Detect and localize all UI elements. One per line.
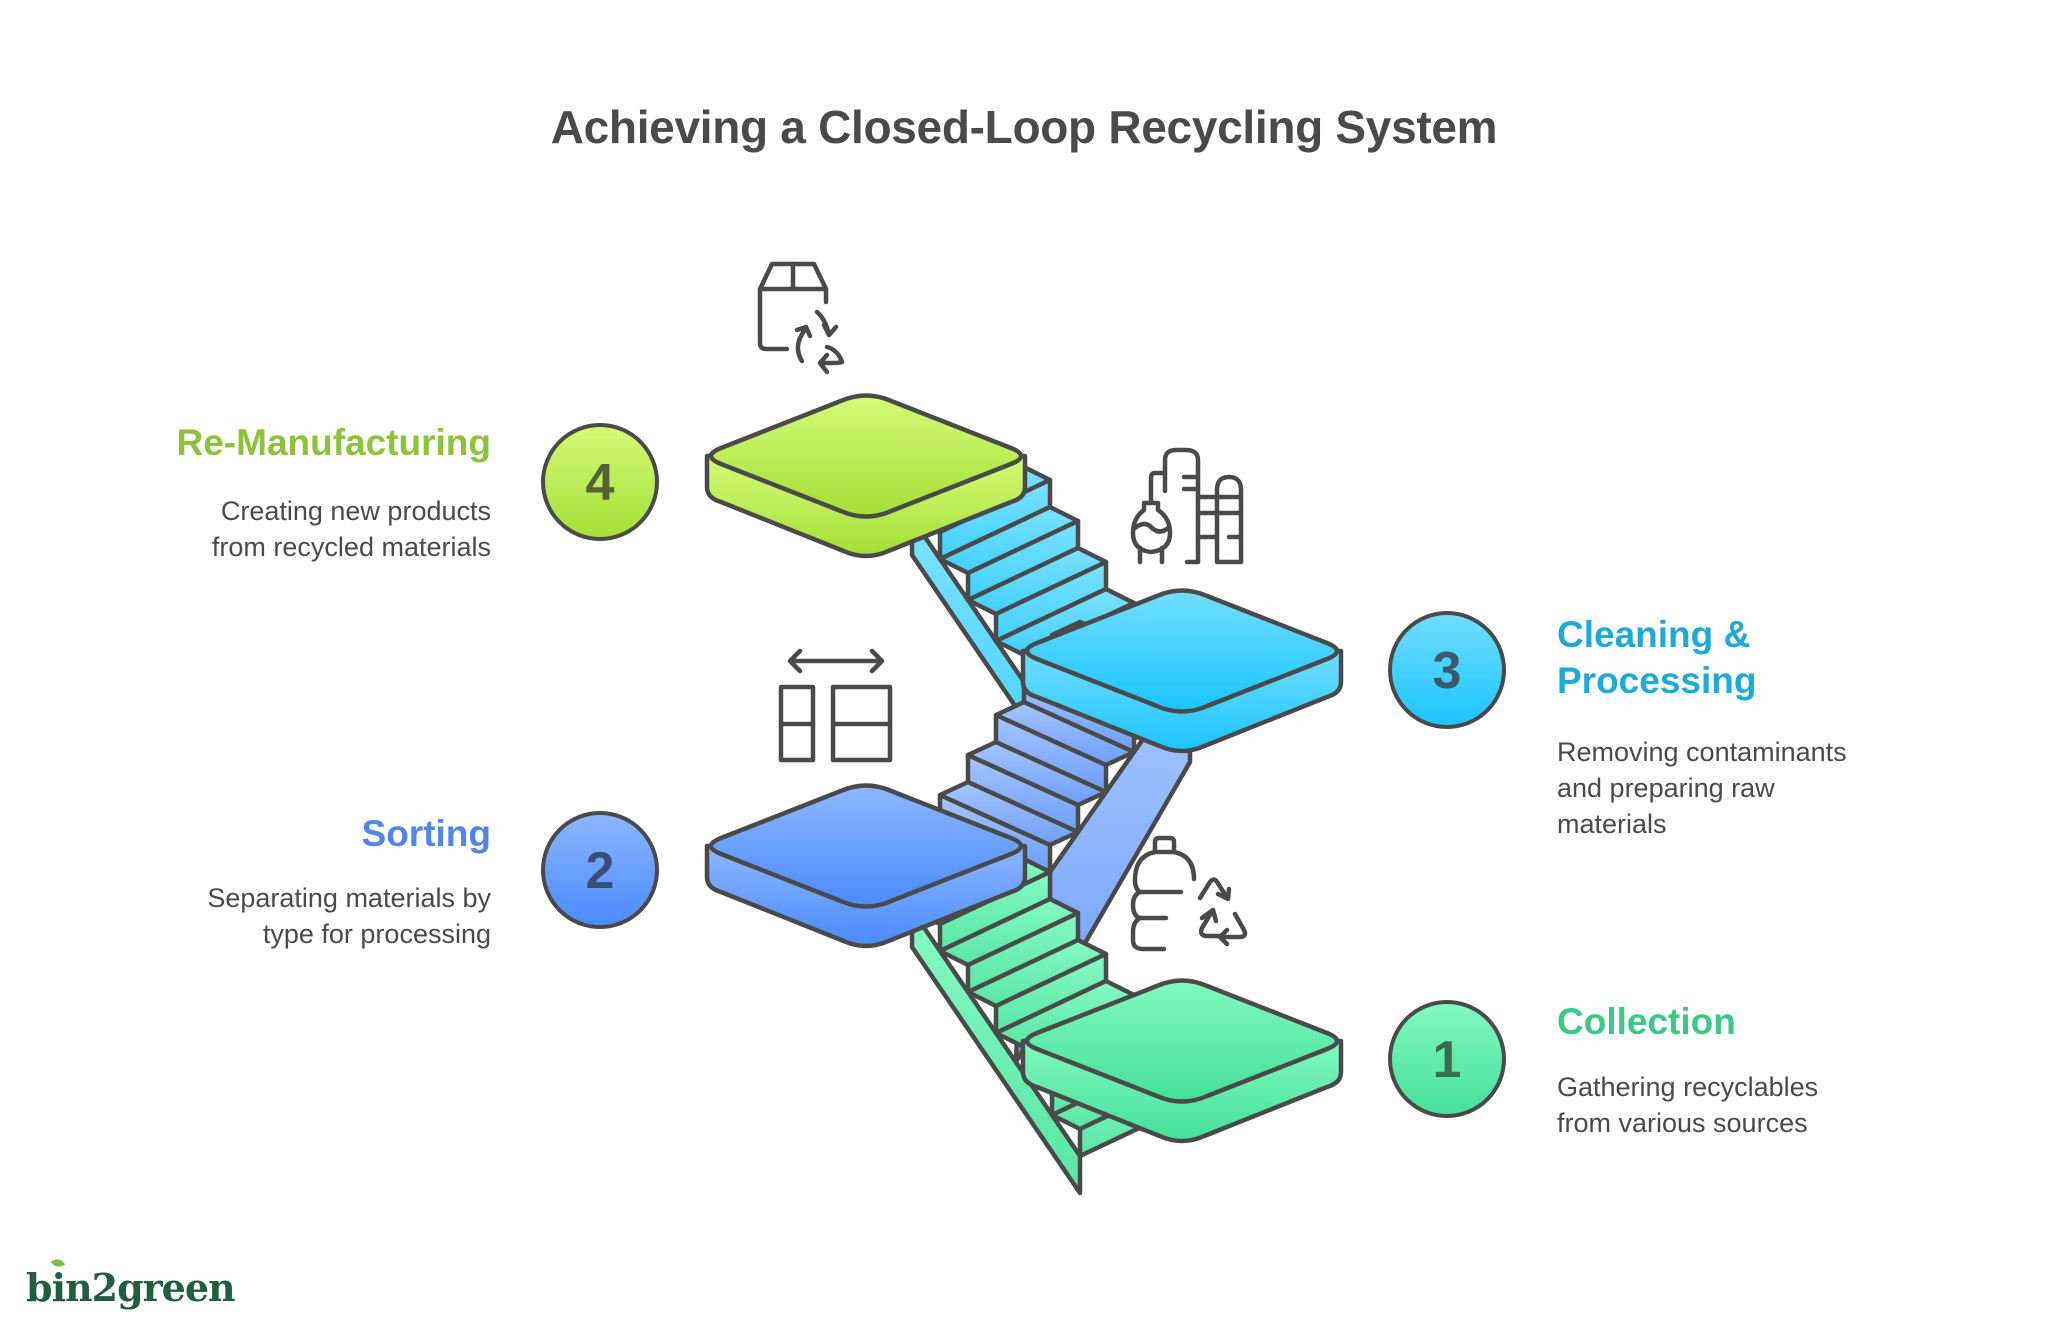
bottle-recycle-icon: [1130, 835, 1248, 952]
step-2-description: Separating materials by type for process…: [207, 880, 491, 952]
platform-step-1: [1020, 978, 1344, 1144]
platform-step-4: [704, 393, 1028, 559]
step-2-label: Sorting: [361, 813, 491, 854]
step-number-badge-2: 2: [541, 811, 659, 929]
step-1-description-line: Gathering recyclables: [1557, 1072, 1819, 1102]
step-number-badge-4: 4: [541, 423, 659, 541]
platform-step-2: [704, 783, 1028, 949]
step-2-description-line: type for processing: [262, 919, 491, 949]
brand-logo: bin2green: [26, 1257, 236, 1310]
sort-layout-icon: [778, 648, 893, 763]
platform-top: [1024, 978, 1340, 1104]
step-4-label: Re-Manufacturing: [176, 422, 492, 463]
step-4-description: Creating new products from recycled mate…: [212, 493, 491, 565]
brand-logo-text: bin2green: [26, 1265, 236, 1310]
step-number-badge-1: 1: [1388, 1000, 1506, 1118]
step-4-description-line: Creating new products: [220, 496, 491, 526]
page-title: Achieving a Closed-Loop Recycling System: [550, 101, 1498, 153]
step-4-description-line: from recycled materials: [211, 532, 491, 562]
step-3-description-line: and preparing raw: [1557, 773, 1775, 803]
step-3-label-line: Cleaning &: [1557, 614, 1751, 655]
step-1-description: Gathering recyclables from various sourc…: [1557, 1069, 1818, 1141]
svg-text:3: 3: [1433, 642, 1462, 700]
step-3-description-line: materials: [1557, 809, 1667, 839]
svg-text:4: 4: [586, 454, 615, 512]
step-1-label: Collection: [1557, 1001, 1736, 1042]
svg-text:2: 2: [586, 842, 615, 900]
step-number-badge-3: 3: [1388, 611, 1506, 729]
step-2-description-line: Separating materials by: [207, 883, 491, 913]
step-3-label: Cleaning & Processing: [1557, 612, 1756, 704]
step-3-description-line: Removing contaminants: [1557, 737, 1847, 767]
platform-top: [708, 783, 1024, 909]
step-1-description-line: from various sources: [1557, 1108, 1808, 1138]
svg-text:1: 1: [1433, 1031, 1462, 1089]
factory-icon: [1130, 447, 1244, 565]
step-3-label-line: Processing: [1557, 660, 1757, 701]
platform-step-3: [1020, 588, 1344, 754]
step-3-description: Removing contaminants and preparing raw …: [1557, 734, 1847, 842]
platform-top: [708, 393, 1024, 519]
box-recycle-icon: [757, 261, 845, 375]
platform-top: [1024, 588, 1340, 714]
